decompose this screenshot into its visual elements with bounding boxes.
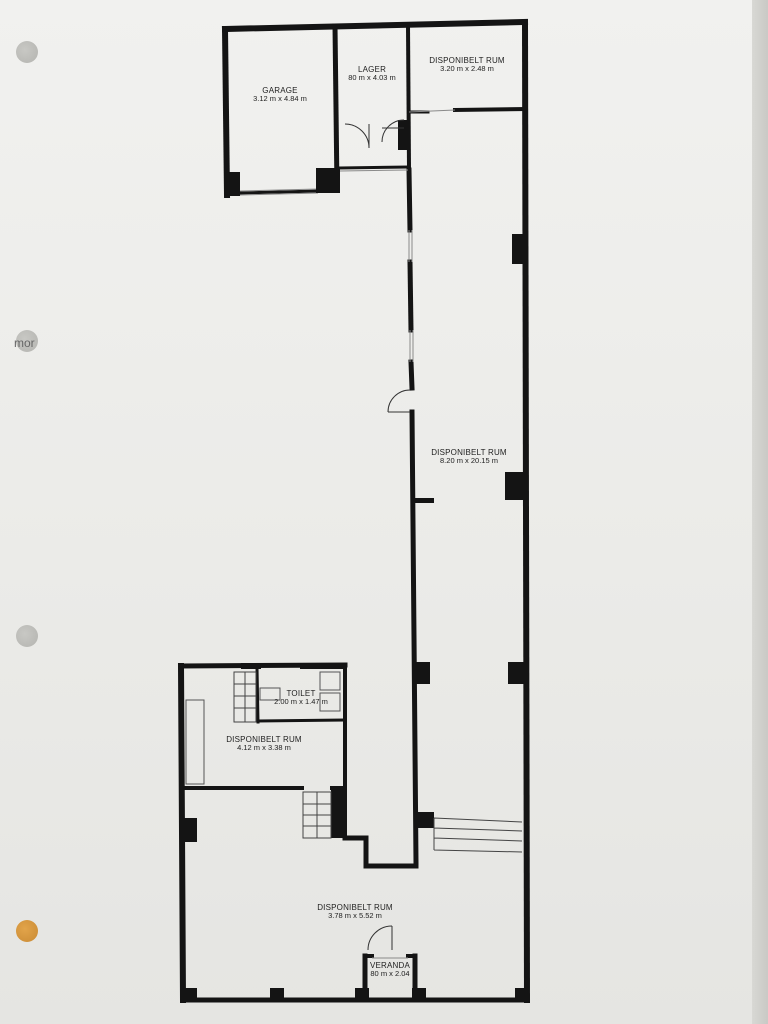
wall-corridor-bottom <box>342 835 419 869</box>
room-size: 80 m x 4.03 m <box>348 73 396 83</box>
room-name: VERANDA <box>369 961 411 970</box>
room-name: TOILET <box>286 689 316 698</box>
room-label-lager: LAGER 80 m x 4.03 m <box>338 65 406 83</box>
wall-toilet-left <box>255 666 260 724</box>
stairs <box>233 671 523 853</box>
wall-corridor-left-lower <box>409 409 419 865</box>
wall-corridor-left-mid2 <box>408 359 415 391</box>
room-label-veranda: VERANDA 80 m x 2.04 <box>367 961 413 979</box>
wall-right <box>521 18 531 1004</box>
room-label-rum-bottom: DISPONIBELT RUM 3.78 m x 5.52 m <box>290 903 420 921</box>
wall-top <box>221 18 529 33</box>
room-size: 4.12 m x 3.38 m <box>237 743 291 753</box>
room-size: 80 m x 2.04 <box>370 969 410 979</box>
punch-hole <box>16 625 38 647</box>
wall-top-room-bottom <box>452 106 528 113</box>
room-name: DISPONIBELT RUM <box>317 903 393 912</box>
punch-hole <box>16 920 38 942</box>
door-swings <box>344 119 411 951</box>
room-label-toilet: TOILET 2.00 m x 1.47 m <box>260 689 342 707</box>
room-size: 2.00 m x 1.47 m <box>274 697 328 707</box>
room-size: 3.78 m x 5.52 m <box>328 911 382 921</box>
paper-edge-shadow <box>752 0 768 1024</box>
room-name: DISPONIBELT RUM <box>431 448 507 457</box>
room-size: 3.12 m x 4.84 m <box>253 94 307 104</box>
wall-toilet-bottom <box>256 718 346 723</box>
wall-corridor-left-mid <box>407 259 414 333</box>
wall-lager-right <box>405 23 412 171</box>
room-label-rum-top: DISPONIBELT RUM 3.20 m x 2.48 m <box>411 56 523 74</box>
bleed-through-text: mor <box>14 336 35 350</box>
room-label-rum-main: DISPONIBELT RUM 8.20 m x 20.15 m <box>416 448 522 466</box>
room-name: GARAGE <box>262 86 298 95</box>
wall-garage-bottom <box>238 189 320 195</box>
walls <box>177 18 531 1004</box>
wall-corridor-left-upper <box>406 167 413 233</box>
room-label-rum-left: DISPONIBELT RUM 4.12 m x 3.38 m <box>186 735 342 753</box>
toilet-fixtures <box>185 671 341 785</box>
room-name: LAGER <box>357 65 387 74</box>
wall-garage-left <box>221 25 231 199</box>
wall-garage-lager <box>332 23 340 193</box>
room-label-garage: GARAGE 3.12 m x 4.84 m <box>228 86 332 104</box>
room-size: 8.20 m x 20.15 m <box>440 456 498 466</box>
punch-hole <box>16 330 38 352</box>
wall-lager-bottom <box>338 165 410 170</box>
room-name: DISPONIBELT RUM <box>226 735 302 744</box>
pillars <box>181 120 529 1002</box>
window-openings <box>239 109 456 959</box>
punch-hole <box>16 41 38 63</box>
room-name: DISPONIBELT RUM <box>429 56 505 65</box>
room-size: 3.20 m x 2.48 m <box>440 64 494 74</box>
